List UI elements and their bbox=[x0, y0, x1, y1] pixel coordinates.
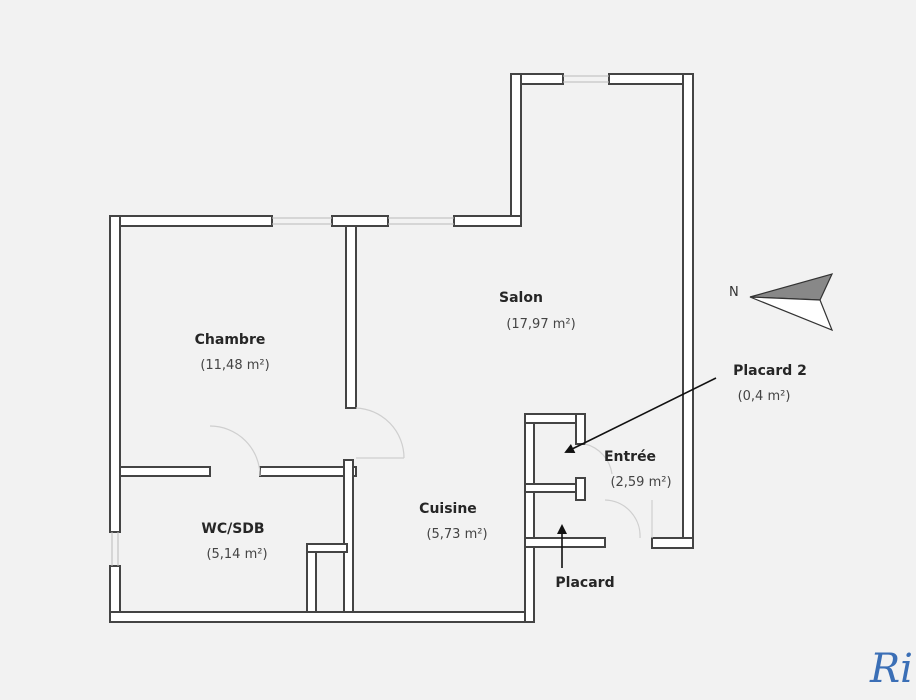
wall-entree-bottom bbox=[651, 537, 694, 549]
wall-bottom bbox=[109, 611, 535, 623]
arrow-placard2 bbox=[564, 377, 717, 453]
room-area-chambre: (11,48 m²) bbox=[200, 358, 269, 373]
wall-salon-left-upper bbox=[510, 73, 522, 227]
wall-placard2-bottom bbox=[524, 483, 581, 493]
room-area-entree: (2,59 m²) bbox=[610, 475, 671, 490]
wall-kitchen-right bbox=[524, 413, 535, 623]
compass: N bbox=[729, 273, 834, 332]
room-labels: Salon (17,97 m²) Chambre (11,48 m²) Plac… bbox=[195, 290, 807, 591]
room-name-chambre: Chambre bbox=[195, 332, 266, 348]
room-name-cuisine: Cuisine bbox=[419, 501, 477, 517]
room-area-cuisine: (5,73 m²) bbox=[426, 527, 487, 542]
wall-chambre-top-left bbox=[109, 215, 273, 227]
room-area-wcsdb: (5,14 m²) bbox=[206, 547, 267, 562]
room-name-placard: Placard bbox=[555, 575, 614, 591]
walls bbox=[109, 73, 694, 623]
wall-chambre-bottom-left bbox=[119, 466, 211, 477]
room-name-entree: Entrée bbox=[604, 449, 656, 465]
wall-chambre-top-mid bbox=[331, 215, 389, 227]
wall-salon-top-right bbox=[608, 73, 694, 85]
compass-arrow-icon bbox=[749, 273, 834, 301]
wall-salon-top-mid bbox=[453, 215, 522, 227]
room-name-wcsdb: WC/SDB bbox=[201, 521, 264, 537]
wall-chambre-bottom-right bbox=[259, 466, 357, 477]
logo: Ri bbox=[869, 646, 913, 692]
wall-wc-cuisine bbox=[343, 459, 354, 623]
compass-north-label: N bbox=[729, 285, 739, 300]
leader-arrows bbox=[557, 377, 717, 568]
room-area-placard2: (0,4 m²) bbox=[738, 389, 791, 404]
room-name-salon: Salon bbox=[499, 290, 543, 306]
wall-salon-right bbox=[682, 73, 694, 549]
wall-placard-right bbox=[575, 477, 586, 501]
windows bbox=[111, 75, 609, 566]
room-area-salon: (17,97 m²) bbox=[506, 317, 575, 332]
wall-wc-shaft-top bbox=[306, 543, 348, 553]
wall-chambre-salon bbox=[345, 225, 357, 409]
logo-text: Ri bbox=[869, 646, 913, 692]
room-name-placard2: Placard 2 bbox=[733, 363, 807, 379]
door-swings bbox=[209, 407, 653, 539]
wall-wc-shaft-left bbox=[306, 543, 317, 615]
wall-left-upper bbox=[109, 215, 121, 533]
wall-placard2-right bbox=[575, 413, 586, 445]
compass-arrow-outline-icon bbox=[749, 296, 834, 332]
wall-placard-bottom bbox=[524, 537, 606, 548]
